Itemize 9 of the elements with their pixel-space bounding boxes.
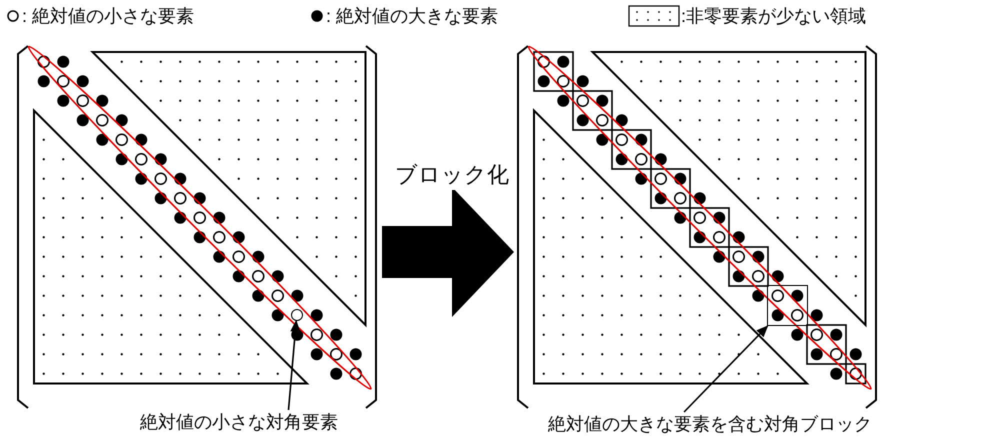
leader-arrow	[684, 325, 768, 413]
legend-text: :非零要素が少ない領域	[681, 5, 866, 28]
legend-text: : 絶対値の小さな要素	[22, 5, 194, 28]
leader-arrow	[288, 320, 300, 410]
annotation-text: 絶対値の大きな要素を含む対角ブロック	[548, 412, 872, 436]
legend-text: : 絶対値の大きな要素	[326, 5, 498, 28]
diagonal-element-marker	[290, 308, 303, 321]
diagonal-block-outline	[767, 285, 808, 326]
annotation-text: 絶対値の小さな対角要素	[140, 410, 338, 434]
